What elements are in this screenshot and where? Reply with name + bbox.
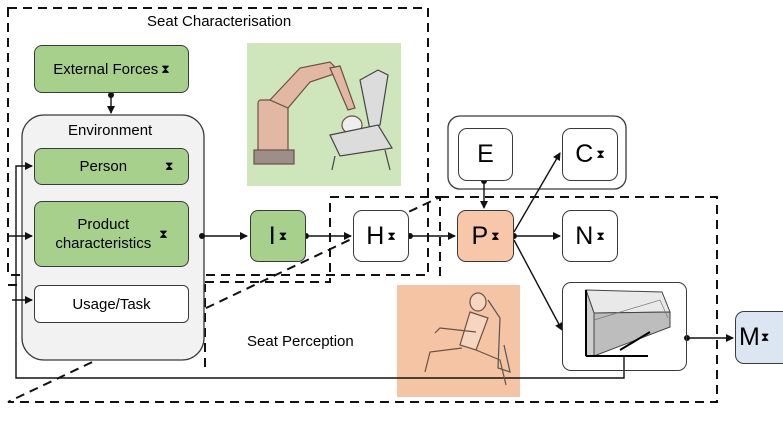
I-label: I <box>268 221 276 250</box>
P-node: P ⧗ <box>457 210 514 262</box>
I-node: I ⧗ <box>250 210 306 262</box>
robot-arm-illustration <box>253 61 363 165</box>
external-forces-node: External Forces ⧗ <box>34 45 189 93</box>
environment-title: Environment <box>68 122 153 139</box>
mannequin-illustration <box>424 292 511 386</box>
hourglass-icon: ⧗ <box>596 147 605 161</box>
person-label: Person <box>79 158 128 175</box>
C-label: C <box>575 140 594 168</box>
mannequin-image-bg <box>397 285 520 397</box>
hourglass-icon: ⧗ <box>387 228 396 243</box>
person-node: Person ⧗ <box>34 148 189 185</box>
hourglass-icon: ⧗ <box>596 228 605 243</box>
P-label: P <box>471 221 489 250</box>
hourglass-icon: ⧗ <box>278 228 288 243</box>
hourglass-icon: ⧗ <box>161 61 170 76</box>
hourglass-icon: ⧗ <box>491 228 500 243</box>
E-node: E <box>458 128 513 181</box>
product-characteristics-label: Product characteristics <box>55 215 151 253</box>
seat-perception-label: Seat Perception <box>247 333 354 350</box>
usage-task-node: Usage/Task <box>34 285 189 323</box>
seat-characterisation-label: Seat Characterisation <box>147 13 292 30</box>
arrow-P-to-chart <box>513 239 563 331</box>
feedback-to-person <box>15 162 625 379</box>
H-node: H ⧗ <box>353 210 409 262</box>
H-label: H <box>366 221 385 250</box>
comfort-chart-node <box>562 282 687 371</box>
C-node: C ⧗ <box>562 128 618 181</box>
E-label: E <box>477 140 494 168</box>
M-node: M ⧗ <box>735 311 783 364</box>
M-label: M <box>739 323 760 351</box>
hourglass-icon: ⧗ <box>760 330 770 344</box>
comfort-3d-chart <box>585 289 671 357</box>
arrow-P-to-C <box>513 152 561 233</box>
N-node: N ⧗ <box>562 210 618 262</box>
car-seat-illustration <box>329 69 393 171</box>
product-characteristics-node: Product characteristics ⧗ <box>34 201 189 267</box>
hourglass-icon: ⧗ <box>159 226 168 241</box>
product-characteristics-line2: characteristics <box>55 235 152 252</box>
usage-task-label: Usage/Task <box>72 295 151 313</box>
N-label: N <box>575 221 594 250</box>
hourglass-icon: ⧗ <box>165 159 174 173</box>
product-characteristics-line1: Product <box>77 216 130 233</box>
external-forces-label: External Forces <box>53 60 159 78</box>
